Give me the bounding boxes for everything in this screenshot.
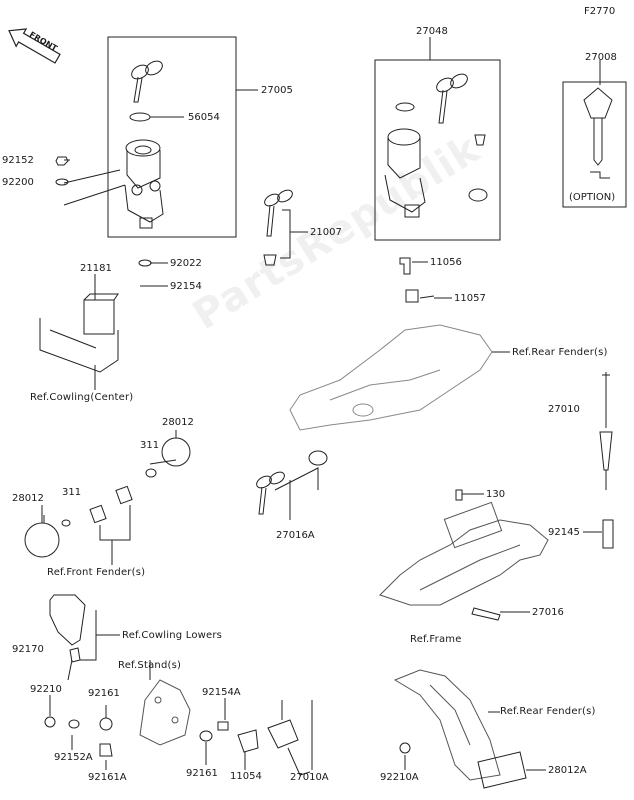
part-27016A[interactable]: 27016A	[276, 530, 315, 541]
part-21007[interactable]: 21007	[310, 227, 342, 238]
key-icon	[436, 73, 468, 124]
stand-switch-icon	[267, 700, 311, 776]
part-92170[interactable]: 92170	[12, 644, 44, 655]
option-box	[562, 81, 627, 208]
stand-bracket-icon	[139, 679, 191, 746]
part-28012-left[interactable]: 28012	[12, 493, 44, 504]
front-arrow-icon	[8, 28, 61, 64]
part-27010[interactable]: 27010	[548, 404, 580, 415]
part-311-b[interactable]: 311	[62, 487, 82, 498]
part-27048[interactable]: 27048	[416, 26, 448, 37]
part-92210A[interactable]: 92210A	[380, 772, 419, 783]
part-92161-a[interactable]: 92161	[88, 688, 120, 699]
option-label: (OPTION)	[569, 192, 616, 203]
part-28012A[interactable]: 28012A	[548, 765, 587, 776]
key-icon	[256, 471, 285, 515]
cover-cap	[24, 522, 60, 558]
part-92200[interactable]: 92200	[2, 177, 34, 188]
part-92161A[interactable]: 92161A	[88, 772, 127, 783]
ref-rear-fender-1[interactable]: Ref.Rear Fender(s)	[512, 347, 608, 358]
kit-box-27048	[374, 59, 501, 241]
ref-stands[interactable]: Ref.Stand(s)	[118, 660, 182, 671]
key-icon	[264, 189, 293, 237]
part-92154[interactable]: 92154	[170, 281, 202, 292]
ref-front-fender[interactable]: Ref.Front Fender(s)	[47, 567, 146, 578]
part-92152[interactable]: 92152	[2, 155, 34, 166]
ignition-switch-icon	[384, 128, 426, 218]
part-130[interactable]: 130	[486, 489, 506, 500]
part-92161-b[interactable]: 92161	[186, 768, 218, 779]
rear-fender-lower-outline	[393, 669, 501, 781]
part-11057[interactable]: 11057	[454, 293, 486, 304]
part-27005[interactable]: 27005	[261, 85, 293, 96]
part-27008[interactable]: 27008	[585, 52, 617, 63]
rear-fender-outline	[289, 324, 493, 431]
part-92210[interactable]: 92210	[30, 684, 62, 695]
figure-code: F2770	[584, 6, 616, 17]
kit-box-27005	[107, 36, 237, 238]
part-56054[interactable]: 56054	[188, 112, 220, 123]
part-92154A[interactable]: 92154A	[202, 687, 241, 698]
ignition-switch-icon	[124, 139, 164, 229]
part-27010A[interactable]: 27010A	[290, 772, 329, 783]
ref-cowling-center[interactable]: Ref.Cowling(Center)	[30, 392, 134, 403]
relay-bracket-icon	[39, 293, 119, 373]
part-21181[interactable]: 21181	[80, 263, 112, 274]
part-311-a[interactable]: 311	[140, 440, 160, 451]
part-92022[interactable]: 92022	[170, 258, 202, 269]
part-28012-top[interactable]: 28012	[162, 417, 194, 428]
ref-cowling-lowers[interactable]: Ref.Cowling Lowers	[122, 630, 223, 641]
key-blank-icon	[583, 87, 613, 166]
ref-frame[interactable]: Ref.Frame	[410, 634, 462, 645]
bracket-icon	[49, 594, 86, 663]
part-92145[interactable]: 92145	[548, 527, 580, 538]
key-icon	[131, 60, 163, 103]
part-92152A[interactable]: 92152A	[54, 752, 93, 763]
part-27016[interactable]: 27016	[532, 607, 564, 618]
part-11056[interactable]: 11056	[430, 257, 462, 268]
part-11054[interactable]: 11054	[230, 771, 262, 782]
ref-rear-fender-2[interactable]: Ref.Rear Fender(s)	[500, 706, 596, 717]
frame-outline	[379, 501, 549, 606]
washer-56054	[129, 112, 151, 122]
